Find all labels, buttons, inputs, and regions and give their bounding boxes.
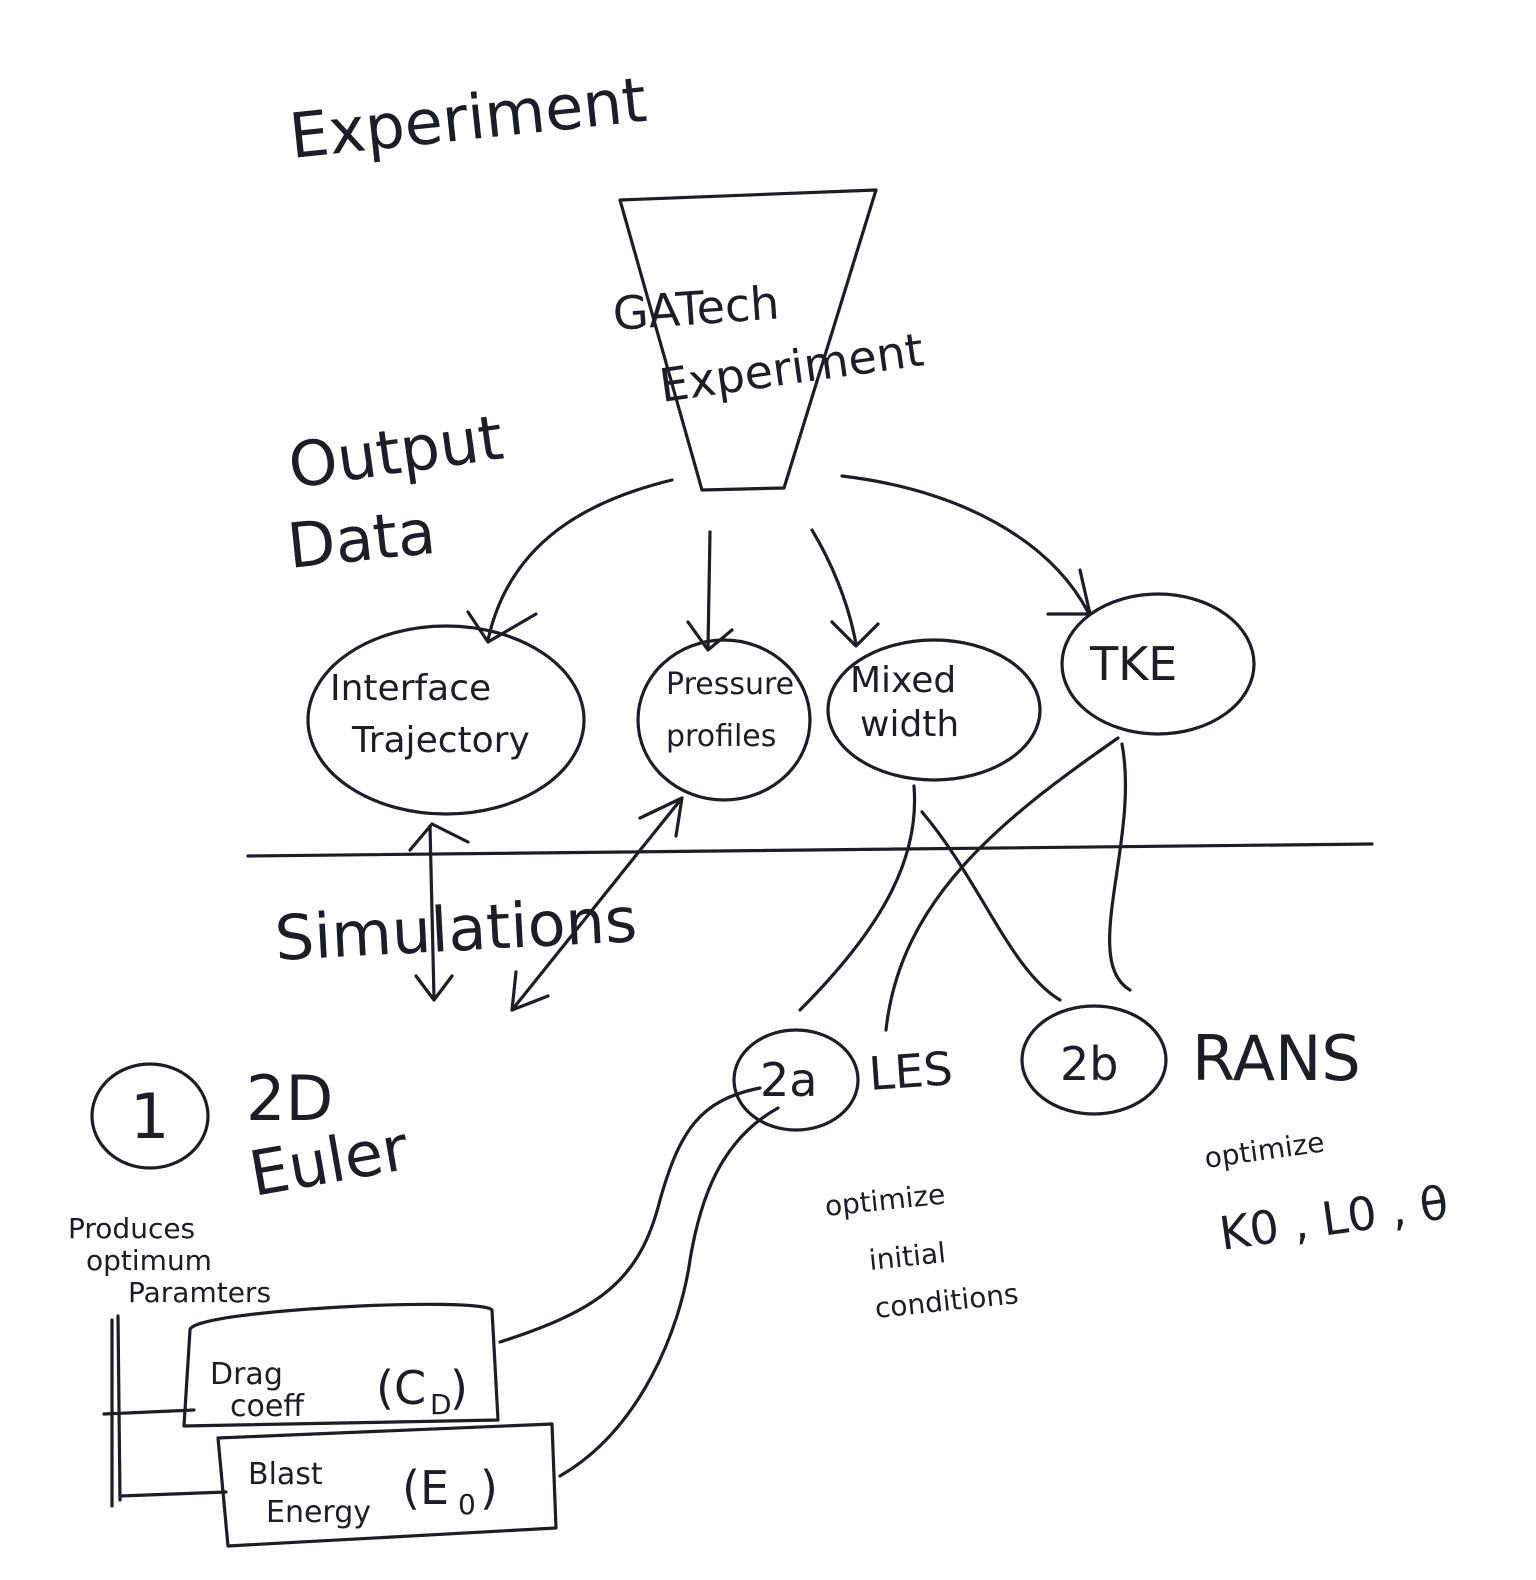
mixed-width-node: [826, 638, 1042, 782]
drag-coeff-label-line2: coeff: [230, 1389, 305, 1424]
blast-energy-symbol: (E: [402, 1461, 449, 1515]
blast-energy-label-line1: Blast: [248, 1457, 323, 1492]
rans-note-line2: K0 , L0 , θ: [1216, 1175, 1451, 1261]
les-label: LES: [867, 1041, 954, 1101]
link-drag-to-les: [498, 1086, 762, 1344]
les-note-line1: optimize: [823, 1178, 946, 1223]
double-arrow-interface-euler: [428, 824, 436, 1000]
pressure-label-line1: Pressure: [666, 667, 794, 702]
link-mixed-to-rans: [920, 810, 1062, 1002]
double-arrow-pressure-euler: [510, 796, 684, 1012]
blast-energy-close: ): [480, 1461, 498, 1515]
output-data-heading-line2: Data: [284, 495, 439, 583]
rans-note-line1: optimize: [1202, 1125, 1326, 1174]
euler-note-line2: optimum: [86, 1244, 212, 1277]
mixed-label-line2: width: [860, 704, 959, 745]
les-note-line3: conditions: [873, 1277, 1020, 1325]
drag-coeff-symbol: (C: [376, 1361, 426, 1415]
experiment-simulation-divider: [246, 842, 1374, 858]
pressure-label-line2: profiles: [666, 719, 776, 754]
simulations-heading: Simulations: [273, 883, 639, 975]
drag-coeff-close: ): [450, 1361, 468, 1415]
link-energy-to-les: [558, 1106, 780, 1478]
rans-marker: 2b: [1060, 1037, 1118, 1091]
funnel-label-line2: Experiment: [656, 322, 927, 412]
mixed-label-line1: Mixed: [850, 660, 956, 701]
drag-coeff-subscript: D: [430, 1388, 452, 1421]
euler-marker-circle: [90, 1062, 210, 1170]
double-arrowhead-bottom-pressure: [510, 970, 550, 1012]
arrowhead-pressure: [686, 620, 734, 652]
blast-energy-label-line2: Energy: [266, 1495, 371, 1530]
blast-energy-box: [216, 1422, 558, 1548]
arrow-funnel-to-mixed: [810, 528, 858, 646]
interface-label-line1: Interface: [330, 668, 491, 709]
double-arrowhead-bottom-interface: [414, 974, 454, 1002]
les-marker-circle: [732, 1028, 860, 1132]
arrow-funnel-to-interface: [486, 478, 674, 642]
euler-note-line1: Produces: [68, 1212, 195, 1245]
link-tke-to-les: [884, 736, 1120, 1032]
rans-label: RANS: [1192, 1022, 1361, 1095]
tke-node: [1060, 592, 1256, 736]
double-arrowhead-top-interface: [408, 822, 470, 852]
drag-coeff-box: [182, 1302, 500, 1428]
double-arrowhead-top-pressure: [638, 796, 684, 838]
blast-energy-subscript: 0: [458, 1488, 476, 1521]
arrowhead-mixed: [830, 620, 880, 648]
funnel-label-line1: GATech: [611, 275, 781, 340]
interface-label-line2: Trajectory: [351, 720, 530, 761]
experiment-heading: Experiment: [286, 63, 650, 173]
euler-label-line1: 2D: [246, 1062, 333, 1135]
pressure-profiles-node: [636, 638, 812, 802]
output-data-heading-line1: Output: [284, 401, 507, 503]
drag-coeff-label-line1: Drag: [210, 1357, 283, 1392]
arrow-funnel-to-pressure: [706, 530, 712, 650]
link-tke-to-rans: [1108, 742, 1132, 992]
les-note-line2: initial: [867, 1236, 947, 1277]
euler-note-line3: Paramters: [128, 1276, 271, 1309]
experiment-funnel: [618, 188, 878, 492]
arrow-funnel-to-tke: [840, 474, 1090, 614]
les-marker: 2a: [760, 1053, 817, 1107]
rans-marker-circle: [1020, 1004, 1168, 1116]
parameter-bracket: [102, 1314, 228, 1508]
arrowhead-interface: [466, 610, 538, 644]
tke-label: TKE: [1089, 637, 1177, 691]
euler-marker: 1: [130, 1080, 169, 1153]
link-mixed-to-les: [798, 784, 917, 1012]
interface-trajectory-node: [306, 624, 586, 816]
